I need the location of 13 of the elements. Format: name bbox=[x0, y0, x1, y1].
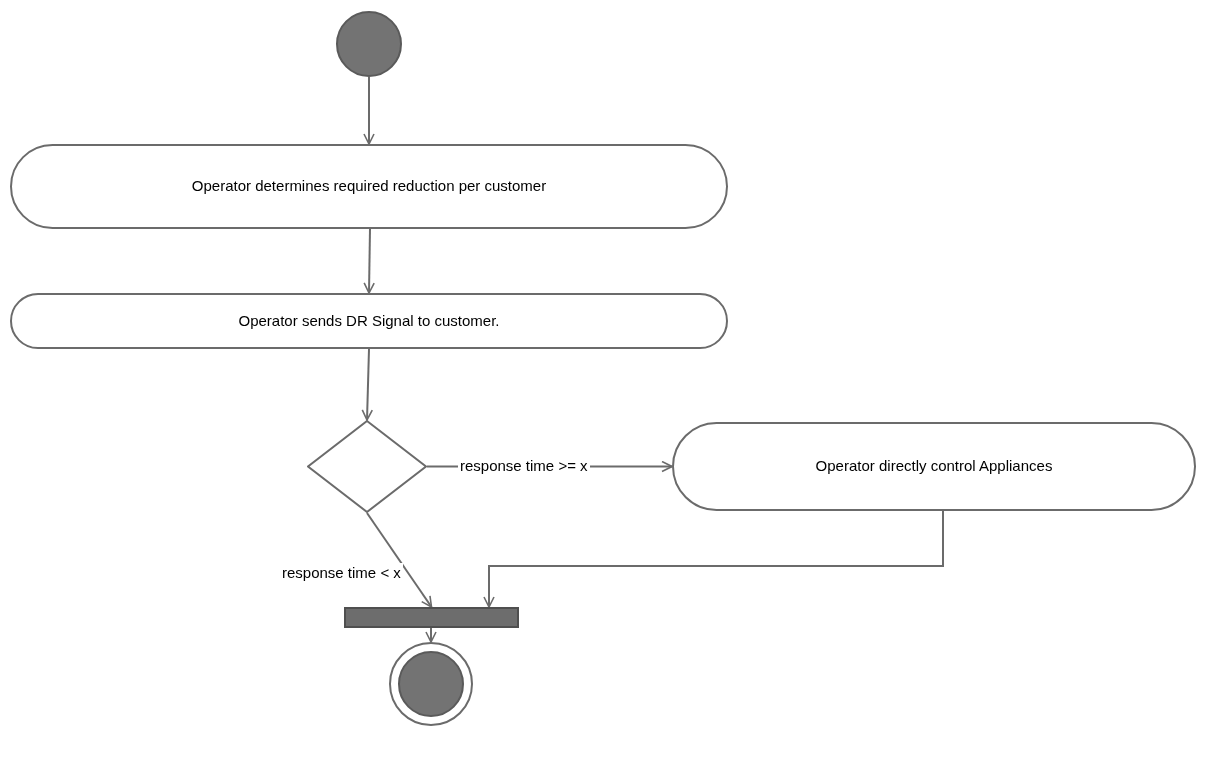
edge-label: response time < x bbox=[280, 563, 403, 583]
action-text: Operator determines required reduction per customer bbox=[191, 176, 547, 197]
action-text: Operator sends DR Signal to customer. bbox=[238, 310, 500, 331]
arrow bbox=[361, 348, 374, 421]
decision-diamond bbox=[307, 420, 427, 513]
arrow bbox=[425, 627, 437, 643]
arrow bbox=[483, 510, 944, 608]
arrow bbox=[363, 228, 375, 294]
arrow bbox=[366, 512, 433, 608]
join-bar bbox=[344, 607, 519, 628]
action-box bbox=[10, 293, 728, 349]
arrow bbox=[363, 76, 375, 145]
action-text: Operator directly control Appliances bbox=[815, 456, 1053, 477]
